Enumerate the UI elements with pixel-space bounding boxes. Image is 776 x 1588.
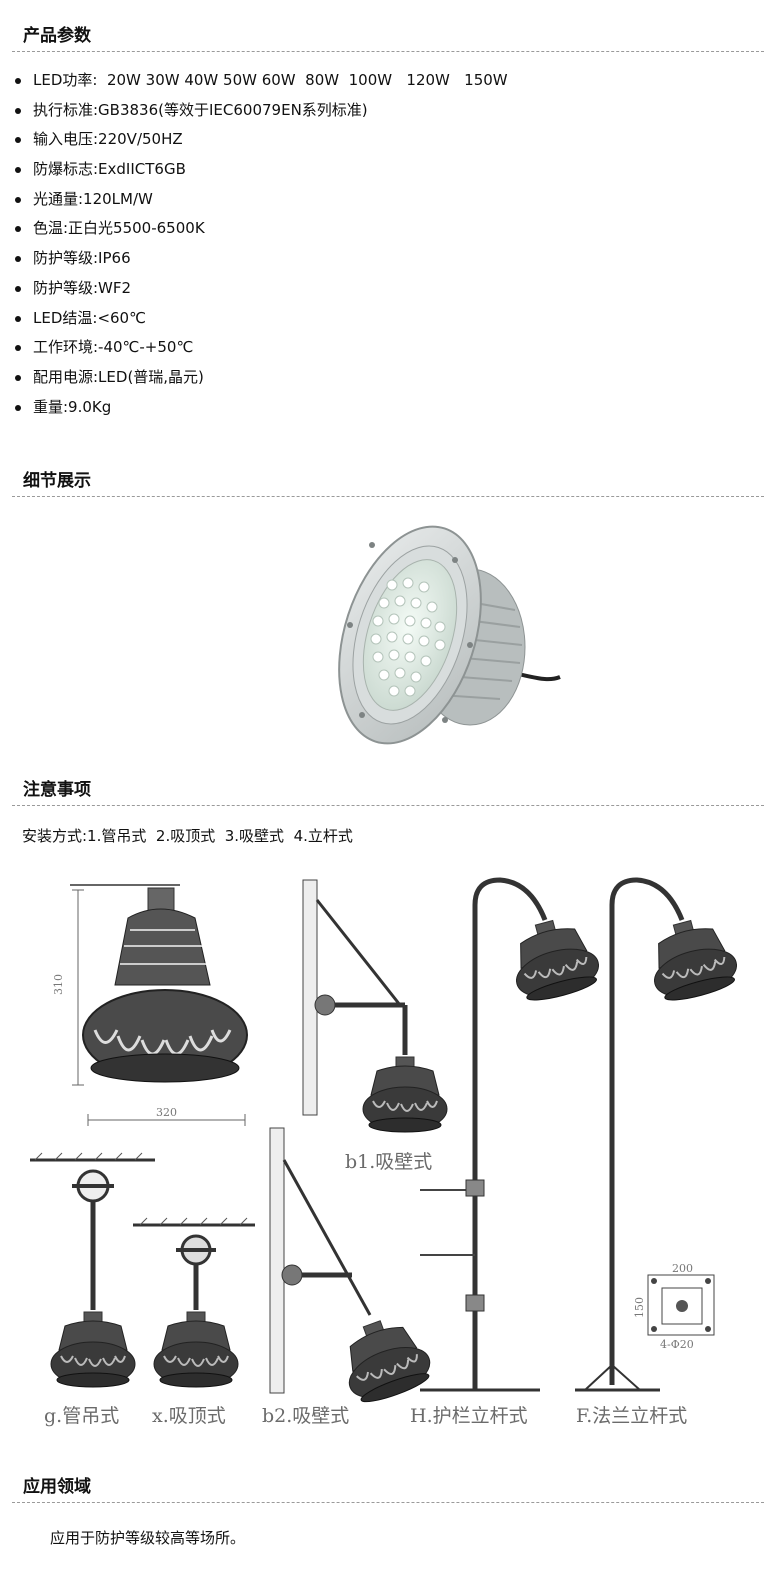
divider (12, 51, 764, 52)
install-methods-text: 安装方式:1.管吊式 2.吸顶式 3.吸壁式 4.立杆式 (22, 827, 353, 845)
caption-h: H.护栏立杆式 (410, 1405, 528, 1427)
product-photo (338, 525, 561, 745)
param-item-luminous-flux: 光通量:120LM/W (0, 185, 508, 215)
param-item-junction-temp: LED结温:<60℃ (0, 304, 508, 334)
caption-x: x.吸顶式 (152, 1405, 226, 1427)
divider (12, 496, 764, 497)
flange-holes: 4-Φ20 (660, 1338, 694, 1351)
flange-dim-top: 200 (672, 1262, 693, 1275)
section-application-header: 应用领域 (12, 1476, 764, 1503)
application-text: 应用于防护等级较高等场所。 (50, 1529, 246, 1547)
section-title-params: 产品参数 (23, 26, 91, 46)
section-notes-header: 注意事项 (12, 779, 764, 806)
section-title-detail: 细节展示 (23, 471, 91, 491)
param-item-weight: 重量:9.0Kg (0, 393, 508, 423)
params-list: LED功率: 20W 30W 40W 50W 60W 80W 100W 120W… (0, 66, 508, 422)
param-item-color-temp: 色温:正白光5500-6500K (0, 214, 508, 244)
lamp-dimension-drawing: 310 320 (52, 884, 248, 1126)
param-item-ip-rating: 防护等级:IP66 (0, 244, 508, 274)
section-title-application: 应用领域 (23, 1477, 91, 1497)
param-item-power: LED功率: 20W 30W 40W 50W 60W 80W 100W 120W… (0, 66, 508, 96)
divider (12, 1502, 764, 1503)
param-item-wf-rating: 防护等级:WF2 (0, 274, 508, 304)
param-item-standard: 执行标准:GB3836(等效于IEC60079EN系列标准) (0, 96, 508, 126)
wall-mount-b2-drawing: b2.吸壁式 (262, 1127, 438, 1427)
section-title-notes: 注意事项 (23, 780, 91, 800)
divider (12, 805, 764, 806)
ceiling-mount-drawing: x.吸顶式 (133, 1217, 255, 1427)
flange-pole-drawing: 200 150 4-Φ20 (575, 877, 744, 1392)
wall-mount-b1-drawing: b1.吸壁式 (302, 879, 448, 1173)
section-detail-header: 细节展示 (12, 470, 764, 497)
param-item-explosion-mark: 防爆标志:ExdIICT6GB (0, 155, 508, 185)
param-item-voltage: 输入电压:220V/50HZ (0, 125, 508, 155)
flange-dim-side: 150 (633, 1297, 646, 1318)
dim-width: 320 (156, 1106, 177, 1119)
caption-g: g.管吊式 (44, 1405, 119, 1427)
param-item-power-supply: 配用电源:LED(普瑞,晶元) (0, 363, 508, 393)
caption-b2: b2.吸壁式 (262, 1405, 349, 1427)
pipe-pendant-drawing: g.管吊式 (30, 1152, 155, 1427)
installation-diagram: 310 320 b1.吸壁式 200 150 4- (30, 877, 744, 1427)
guardrail-pole-drawing (420, 877, 606, 1392)
param-item-work-env: 工作环境:-40℃-+50℃ (0, 333, 508, 363)
dim-height: 310 (52, 974, 65, 995)
caption-b1: b1.吸壁式 (345, 1151, 432, 1173)
caption-f: F.法兰立杆式 (576, 1405, 687, 1427)
section-params-header: 产品参数 (12, 25, 764, 52)
